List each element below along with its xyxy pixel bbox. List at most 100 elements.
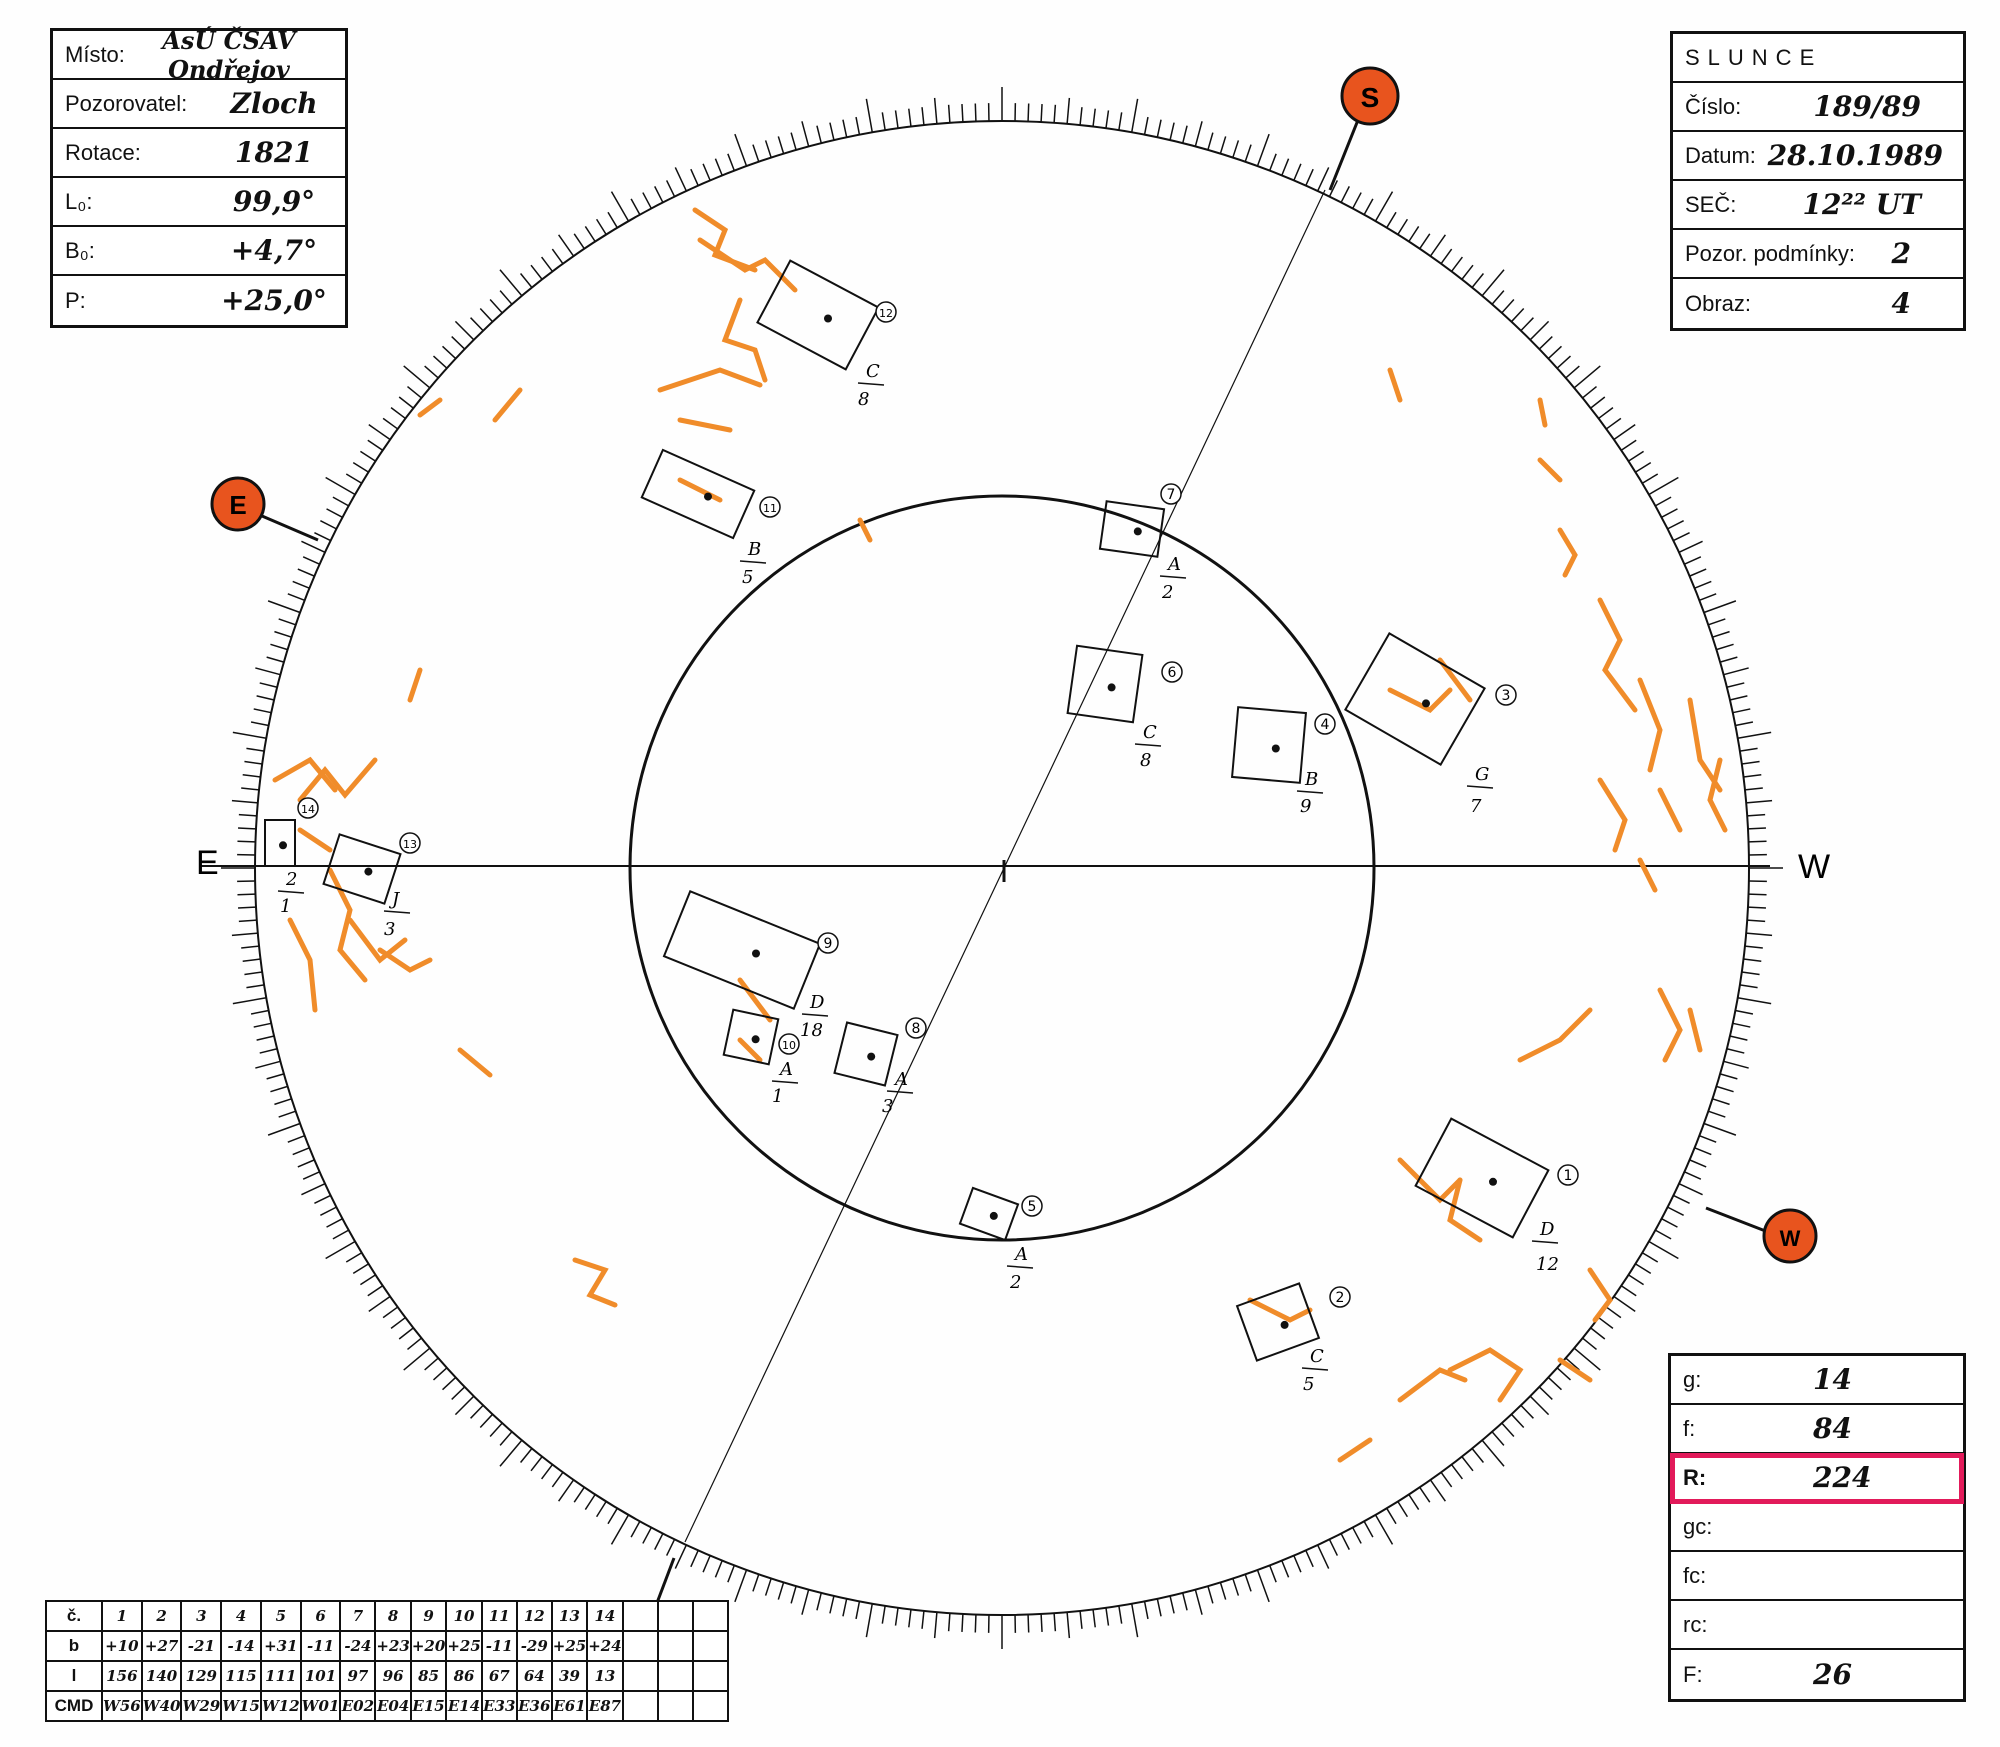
group-spot-count: 18 (800, 1020, 823, 1041)
scale-tick (1590, 1327, 1606, 1340)
scale-tick (432, 355, 448, 369)
group-number: 11 (763, 502, 777, 515)
class-divider (1006, 1265, 1034, 1269)
sunspot (824, 314, 832, 323)
scale-tick (489, 1422, 503, 1438)
scale-tick (654, 186, 664, 203)
scale-tick (1429, 1479, 1446, 1502)
scale-tick (270, 1085, 288, 1093)
table-cell: 3 (180, 1600, 223, 1632)
scale-tick (1708, 1110, 1726, 1118)
class-divider (383, 910, 411, 914)
scale-tick (424, 365, 439, 379)
F-label: F: (1683, 1661, 1703, 1687)
class-divider (1134, 743, 1162, 747)
south-marker: S (1340, 66, 1400, 126)
scale-tick (1648, 476, 1679, 496)
scale-tick (1293, 1555, 1302, 1573)
scale-tick (1613, 1295, 1636, 1312)
sunspot (1489, 1177, 1497, 1186)
table-cell: 39 (550, 1660, 589, 1692)
scale-tick (1232, 140, 1240, 158)
table-cell: W12 (259, 1690, 302, 1722)
scale-tick (1598, 407, 1614, 420)
class-divider (277, 890, 305, 894)
scale-tick (246, 747, 265, 752)
group-number: 5 (1028, 1199, 1037, 1215)
table-cell: +23 (374, 1630, 412, 1662)
table-cell: +27 (140, 1630, 183, 1662)
facula-stroke (1537, 457, 1563, 483)
table-cell: 4 (220, 1600, 262, 1632)
group-number: 10 (782, 1039, 796, 1052)
scale-tick (1684, 1171, 1702, 1180)
scale-tick (1641, 473, 1659, 484)
facula-stroke (857, 517, 873, 543)
facula-stroke (1397, 1157, 1463, 1204)
table-cell: -29 (515, 1630, 553, 1662)
scale-tick (842, 1598, 848, 1617)
scale-tick (1635, 1263, 1652, 1275)
east-label: E (196, 844, 219, 882)
class-divider (801, 1013, 829, 1017)
group-number: 8 (912, 1021, 921, 1037)
scale-tick (250, 721, 269, 727)
facula-stroke (492, 387, 523, 423)
scale-tick (1419, 1486, 1431, 1503)
sunspot (1422, 699, 1430, 708)
F-value: 26 (1813, 1658, 1852, 1691)
observer-label: Pozorovatel: (65, 90, 188, 116)
scale-tick (297, 1159, 315, 1168)
facula-stroke (721, 297, 768, 383)
scale-tick (368, 1295, 391, 1312)
scale-tick (1066, 97, 1071, 124)
scale-tick (1694, 1147, 1712, 1156)
results-box: g: 14 f: 84 R: 224 gc: fc: rc: F: 26 (1668, 1353, 1966, 1702)
scale-tick (1729, 695, 1748, 701)
scale-tick (1328, 1539, 1339, 1556)
scale-tick (1746, 799, 1773, 804)
date-row: Datum: 28.10.1989 (1673, 132, 1963, 181)
scale-tick (1169, 1595, 1175, 1614)
scale-tick (610, 1514, 630, 1545)
scale-tick (1079, 107, 1083, 126)
scale-tick (382, 1306, 399, 1319)
table-cell: 14 (586, 1600, 624, 1632)
table-row-header: č. (45, 1600, 103, 1632)
table-cell-empty (656, 1660, 694, 1692)
scale-tick (1328, 180, 1339, 197)
table-cell: 8 (374, 1600, 412, 1632)
scale-tick (1628, 1274, 1644, 1286)
class-divider (1296, 790, 1324, 794)
scale-tick (1207, 132, 1214, 151)
scale-tick (595, 218, 607, 235)
facula-stroke (1587, 1267, 1614, 1323)
scale-tick (974, 103, 977, 122)
scale-tick (1712, 630, 1730, 638)
table-cell: +20 (409, 1630, 448, 1662)
scale-tick (702, 163, 711, 181)
table-cell: 140 (140, 1660, 183, 1692)
scale-tick (1317, 1544, 1330, 1569)
scale-tick (267, 600, 301, 614)
group-spot-count: 2 (1009, 1272, 1021, 1293)
group-spot-count: 5 (742, 567, 753, 588)
scale-tick (1340, 1533, 1350, 1550)
b0-label: B₀: (65, 237, 95, 263)
scale-tick (558, 1479, 575, 1502)
scale-tick (1105, 1607, 1110, 1626)
scale-tick (1305, 1550, 1314, 1568)
group-class: C (866, 361, 880, 382)
scale-tick (921, 107, 925, 126)
date-label: Datum: (1685, 142, 1756, 168)
p-label: P: (65, 287, 86, 313)
g-label: g: (1683, 1366, 1702, 1392)
scale-tick (1613, 424, 1636, 441)
table-cell: +24 (586, 1630, 624, 1662)
class-divider (739, 560, 767, 564)
scale-tick (314, 531, 331, 542)
